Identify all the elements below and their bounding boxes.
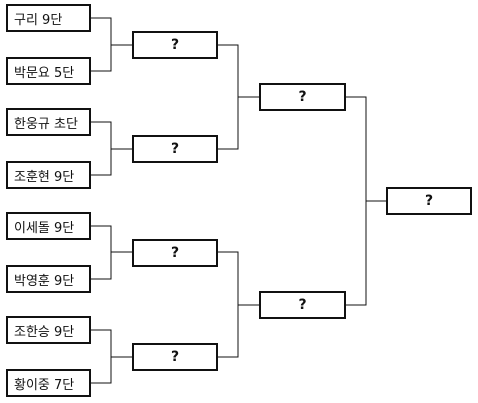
player-box-1: 구리 9단 (6, 4, 91, 32)
round3-box-2: ? (259, 291, 346, 319)
player-name: 조한승 9단 (14, 324, 75, 340)
final-box: ? (386, 187, 472, 215)
round3-box-1: ? (259, 83, 346, 111)
player-box-5: 이세돌 9단 (6, 212, 91, 240)
connector-pair-2 (91, 121, 132, 176)
round2-result: ? (170, 37, 180, 53)
player-name: 한웅규 초단 (14, 116, 78, 132)
round2-result: ? (170, 349, 180, 365)
round2-box-4: ? (132, 343, 218, 371)
player-box-4: 조훈현 9단 (6, 161, 91, 189)
player-box-2: 박문요 5단 (6, 57, 91, 85)
player-box-6: 박영훈 9단 (6, 265, 91, 293)
connector-final (346, 96, 386, 306)
round2-box-3: ? (132, 239, 218, 267)
player-box-7: 조한승 9단 (6, 316, 91, 344)
player-name: 박영훈 9단 (14, 273, 75, 289)
connector-pair-4 (91, 329, 132, 384)
player-box-8: 황이중 7단 (6, 369, 91, 397)
round2-result: ? (170, 141, 180, 157)
player-name: 황이중 7단 (14, 377, 75, 393)
connector-pair-1 (91, 17, 132, 72)
player-name: 박문요 5단 (14, 65, 75, 81)
round2-box-1: ? (132, 31, 218, 59)
round2-result: ? (170, 245, 180, 261)
round2-box-2: ? (132, 135, 218, 163)
player-name: 이세돌 9단 (14, 220, 75, 236)
connector-pair-3 (91, 225, 132, 280)
final-result: ? (424, 193, 434, 209)
connector-semi-bottom (218, 251, 259, 358)
player-box-3: 한웅규 초단 (6, 108, 91, 136)
player-name: 구리 9단 (14, 12, 63, 28)
player-name: 조훈현 9단 (14, 169, 75, 185)
round3-result: ? (298, 297, 307, 313)
round3-result: ? (298, 89, 307, 105)
connector-semi-top (218, 44, 259, 150)
